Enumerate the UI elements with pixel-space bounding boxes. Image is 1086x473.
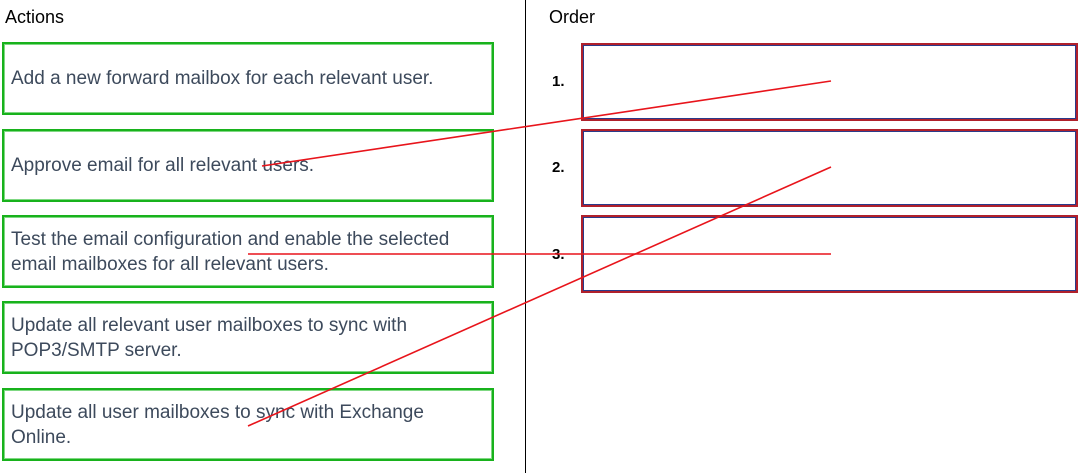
- action-item-label: Update all user mailboxes to sync with E…: [11, 401, 424, 448]
- action-item-label: Update all relevant user mailboxes to sy…: [11, 314, 408, 361]
- action-item-test-email-configuration[interactable]: Test the email configuration and enable …: [2, 215, 494, 288]
- action-item-label: Test the email configuration and enable …: [11, 228, 450, 275]
- order-slot-1[interactable]: [581, 43, 1078, 121]
- order-number-2: 2.: [552, 159, 565, 176]
- action-item-label: Approve email for all relevant users.: [11, 155, 315, 176]
- action-item-approve-email[interactable]: Approve email for all relevant users.: [2, 129, 494, 202]
- order-header: Order: [549, 7, 596, 27]
- action-item-label: Add a new forward mailbox for each relev…: [11, 68, 434, 89]
- order-slot-2[interactable]: [581, 129, 1078, 207]
- order-number-1: 1.: [552, 73, 565, 90]
- action-item-update-mailboxes-exchange[interactable]: Update all user mailboxes to sync with E…: [2, 388, 494, 461]
- actions-header: Actions: [5, 7, 65, 27]
- column-divider: [525, 0, 526, 473]
- action-item-update-mailboxes-pop3[interactable]: Update all relevant user mailboxes to sy…: [2, 301, 494, 374]
- order-number-3: 3.: [552, 246, 565, 263]
- order-slot-3[interactable]: [581, 215, 1078, 293]
- action-item-add-forward-mailbox[interactable]: Add a new forward mailbox for each relev…: [2, 42, 494, 115]
